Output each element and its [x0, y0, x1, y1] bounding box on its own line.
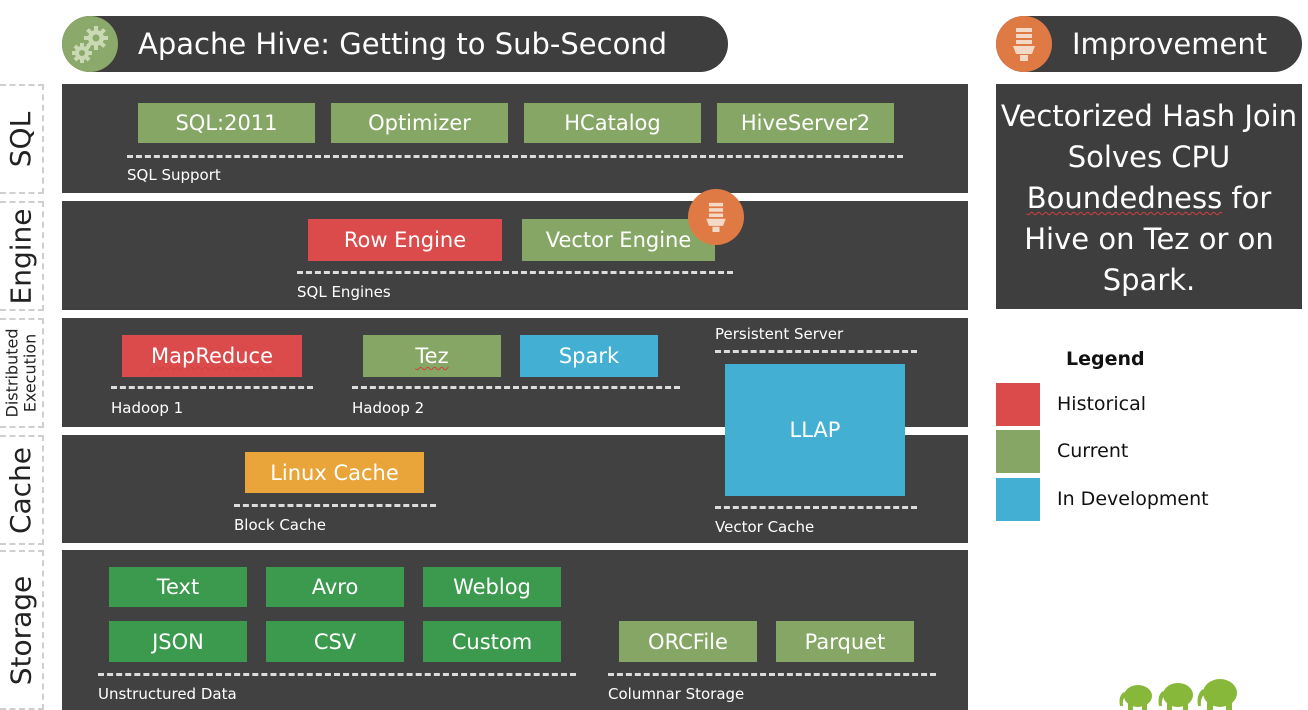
row-label-engine-text: Engine: [4, 208, 38, 304]
mapreduce-label: MapReduce: [151, 344, 273, 368]
improvement-text-box: Vectorized Hash Join Solves CPU Boundedn…: [996, 84, 1302, 309]
lightbulb-icon: [706, 202, 726, 232]
row-label-distributed-line2: Execution: [20, 333, 39, 413]
row-engine-box: Row Engine: [308, 219, 502, 261]
lightbulb-icon: [1013, 28, 1035, 61]
sql-support-caption: SQL Support: [127, 166, 221, 184]
orcfile-format-box: ORCFile: [619, 621, 757, 662]
vector-engine-box: Vector Engine: [522, 219, 715, 261]
unstructured-data-caption: Unstructured Data: [98, 685, 237, 703]
tez-label: Tez: [415, 344, 449, 368]
unstructured-data-divider: [98, 673, 576, 676]
legend-label-in-development: In Development: [1057, 488, 1209, 510]
hadoop2-divider: [352, 386, 680, 389]
json-format-box: JSON: [109, 621, 247, 662]
improvement-marker: [688, 189, 744, 245]
hiveserver2-box: HiveServer2: [717, 103, 894, 143]
legend-swatch-current: [996, 430, 1040, 473]
mapreduce-box: MapReduce: [122, 335, 302, 377]
legend-label-historical: Historical: [1057, 393, 1146, 415]
improvement-text-start: Vectorized Hash Join Solves CPU: [1000, 99, 1298, 174]
row-label-sql: SQL: [0, 84, 44, 194]
lightbulb-icon-circle: [996, 16, 1052, 72]
hcatalog-box: HCatalog: [524, 103, 701, 143]
block-cache-divider: [234, 504, 436, 507]
engine-band: [62, 201, 968, 310]
columnar-storage-divider: [608, 673, 936, 676]
row-label-sql-text: SQL: [4, 111, 38, 167]
hadoop2-caption: Hadoop 2: [352, 399, 425, 417]
sql-engines-divider: [297, 271, 733, 274]
text-format-box: Text: [109, 567, 247, 607]
legend-label-current: Current: [1057, 440, 1129, 462]
columnar-storage-caption: Columnar Storage: [608, 685, 745, 703]
improvement-title: Improvement: [1072, 27, 1268, 61]
llap-box: LLAP: [725, 364, 905, 496]
hadoop1-divider: [111, 386, 313, 389]
row-label-distributed-line1: Distributed: [2, 328, 21, 418]
sql2011-box: SQL:2011: [138, 103, 315, 143]
spark-box: Spark: [520, 335, 658, 377]
legend-title: Legend: [1066, 348, 1145, 370]
legend-swatch-in-development: [996, 478, 1040, 521]
improvement-text-squiggle: Boundedness: [1026, 181, 1223, 215]
diagram-header: [62, 16, 728, 72]
row-label-cache-text: Cache: [4, 446, 38, 534]
weblog-format-box: Weblog: [423, 567, 561, 607]
sql-engines-caption: SQL Engines: [297, 283, 391, 301]
optimizer-box: Optimizer: [331, 103, 508, 143]
persistent-server-caption: Persistent Server: [715, 325, 844, 343]
sql-support-divider: [127, 155, 903, 158]
vector-cache-divider: [715, 506, 917, 509]
hortonworks-elephants-logo: [1119, 679, 1237, 710]
hadoop1-caption: Hadoop 1: [111, 399, 184, 417]
parquet-format-box: Parquet: [776, 621, 914, 662]
legend-swatch-historical: [996, 383, 1040, 426]
custom-format-box: Custom: [423, 621, 561, 662]
gears-icon: [72, 26, 108, 63]
tez-box: Tez: [363, 335, 501, 377]
row-label-cache: Cache: [0, 435, 44, 545]
row-label-engine: Engine: [0, 201, 44, 311]
row-label-storage: Storage: [0, 550, 44, 710]
diagram-title: Apache Hive: Getting to Sub-Second: [138, 27, 668, 61]
avro-format-box: Avro: [266, 567, 404, 607]
linux-cache-box: Linux Cache: [245, 452, 424, 493]
persistent-server-divider: [715, 350, 917, 353]
row-label-storage-text: Storage: [4, 575, 38, 685]
block-cache-caption: Block Cache: [234, 516, 326, 534]
vector-cache-caption: Vector Cache: [715, 518, 815, 536]
improvement-text-end: for Hive on Tez or on Spark.: [1024, 181, 1274, 297]
csv-format-box: CSV: [266, 621, 404, 662]
gears-icon-circle: [62, 16, 118, 72]
